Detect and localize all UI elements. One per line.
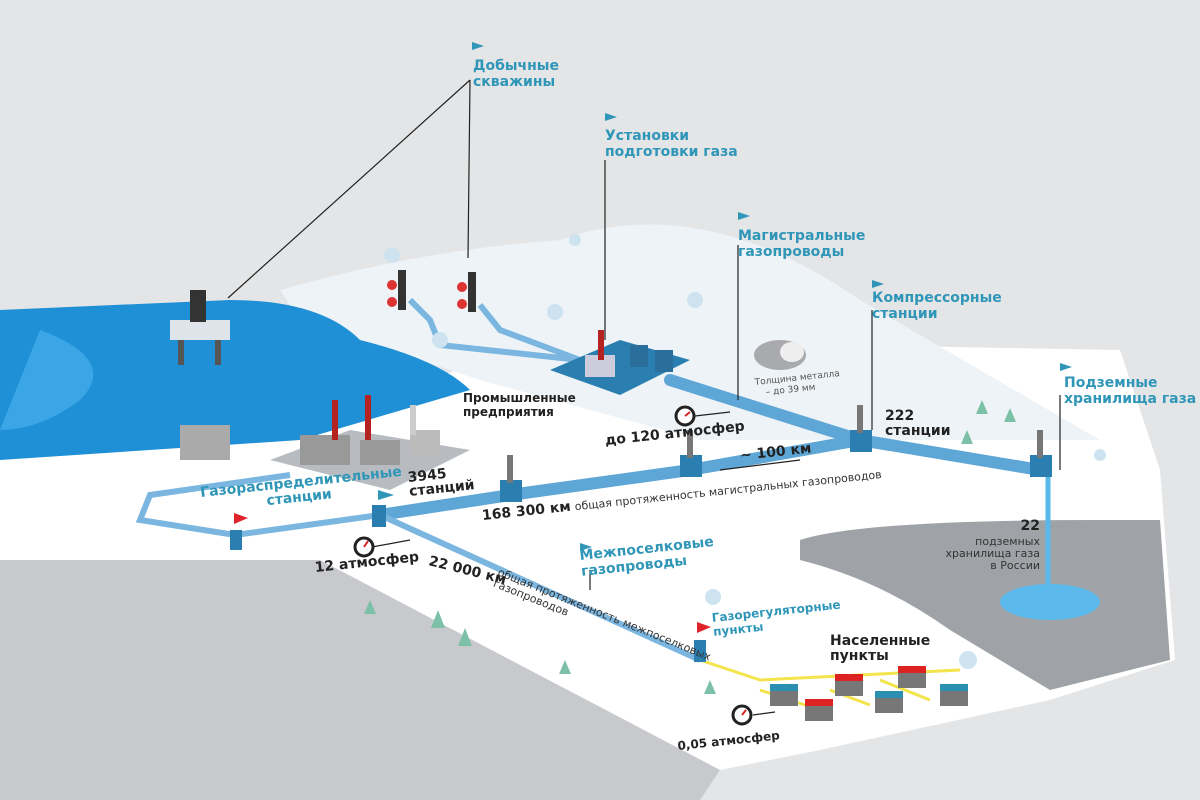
- compressor-stations: [500, 405, 1052, 502]
- pressure-gauge-icon: [674, 405, 696, 427]
- well-pipe: [407, 297, 582, 363]
- intersettlement-pipeline: [378, 512, 702, 663]
- stat-distance: ~ 100 км: [739, 441, 812, 464]
- snow-trees: [384, 234, 1106, 669]
- regulator-point: [694, 640, 706, 662]
- distribution-station-2: [230, 530, 242, 550]
- offshore-platform: [170, 290, 230, 365]
- settlement-houses: [770, 666, 968, 721]
- trees: [364, 400, 1016, 694]
- wells: [387, 270, 476, 312]
- ground-side: [0, 560, 720, 800]
- flag-icons: [378, 42, 1072, 551]
- leader-lines: [227, 79, 1061, 716]
- pipe-sample: [754, 340, 806, 370]
- sea-highlight: [0, 330, 94, 430]
- distribution-pipeline: [135, 472, 381, 539]
- storage-cavern: [800, 520, 1170, 690]
- industrial-plant: [180, 395, 470, 490]
- distribution-station: [372, 505, 386, 527]
- pressure-gauge-icon: [731, 704, 753, 726]
- red-flag-icons: [234, 513, 711, 633]
- stat-3945-stations: 3945станций: [407, 463, 475, 500]
- snow-hill: [280, 224, 1100, 440]
- treatment-plant: [550, 330, 690, 395]
- sea: [0, 300, 470, 460]
- main-pipeline-west: [374, 434, 866, 521]
- storage-reservoir: [1000, 584, 1100, 620]
